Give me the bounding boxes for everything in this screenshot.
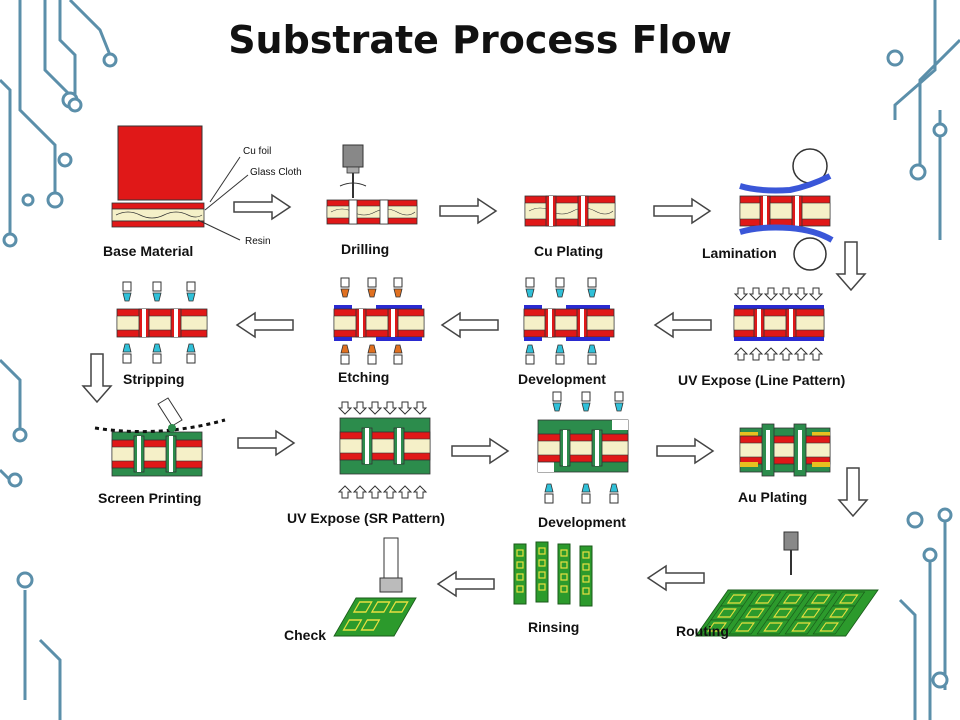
check-illustration [333,537,417,637]
flow-arrow-left [654,312,712,338]
flow-arrow-left [441,312,499,338]
step-label-rinsing: Rinsing [528,619,579,635]
page-title: Substrate Process Flow [228,18,732,62]
step-label-cu-plating: Cu Plating [534,243,603,259]
step-label-drilling: Drilling [341,241,389,257]
step-label-lamination: Lamination [702,245,777,261]
development-2-illustration [537,391,629,504]
step-label-stripping: Stripping [123,371,184,387]
development-1-illustration [523,277,615,365]
flow-arrow-left [647,565,705,591]
flow-arrow-left [437,571,495,597]
step-label-uv-expose-line: UV Expose (Line Pattern) [678,372,845,388]
lamination-illustration [739,148,834,271]
callout-resin: Resin [245,236,271,247]
flow-arrow-right [237,430,295,456]
base-material-illustration [111,125,249,241]
step-label-development-2: Development [538,514,626,530]
step-label-au-plating: Au Plating [738,489,807,505]
step-label-etching: Etching [338,369,389,385]
uv-expose-sr-illustration [338,401,431,499]
callout-glass-cloth: Glass Cloth [250,167,302,178]
stripping-illustration [116,281,208,364]
rinsing-illustration [513,541,593,607]
cu-plating-illustration [524,195,616,227]
screen-printing-illustration [94,397,226,477]
etching-illustration [333,277,425,365]
flow-arrow-right [656,438,714,464]
uv-expose-line-illustration [733,287,825,361]
flow-arrow-right [451,438,509,464]
au-plating-illustration [739,423,831,477]
step-label-check: Check [284,627,326,643]
callout-cu-foil: Cu foil [243,146,271,157]
flow-arrow-right [653,198,711,224]
step-label-base-material: Base Material [103,243,193,259]
flow-arrow-down [82,353,112,403]
flow-arrow-down [836,241,866,291]
step-label-development-1: Development [518,371,606,387]
step-label-routing: Routing [676,623,729,639]
flow-arrow-right [439,198,497,224]
flow-arrow-left [236,312,294,338]
step-label-screen-printing: Screen Printing [98,490,201,506]
drilling-illustration [326,144,418,225]
routing-illustration [694,531,879,637]
flow-arrow-right [233,194,291,220]
step-label-uv-expose-sr: UV Expose (SR Pattern) [287,510,445,526]
flow-arrow-down [838,467,868,517]
